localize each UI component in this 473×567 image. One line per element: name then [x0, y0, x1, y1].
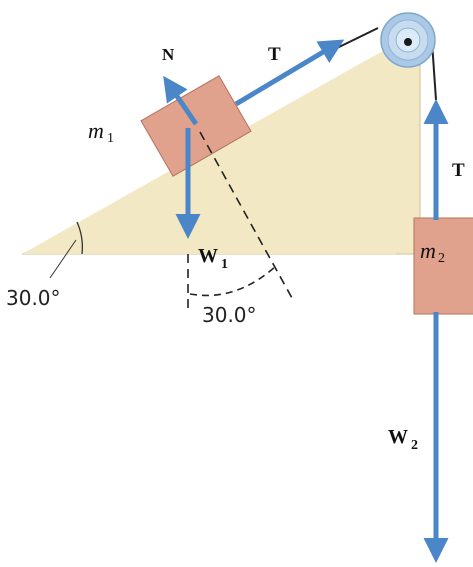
label-weight-angle: 30.0°: [202, 303, 257, 327]
normal-force-vector: [163, 75, 199, 126]
label-m2: m: [420, 238, 436, 263]
pulley: [380, 12, 436, 68]
label-w1-subscript: 1: [221, 257, 228, 272]
label-w2: W: [388, 426, 408, 448]
tension-vector-incline: [234, 39, 345, 107]
label-normal: N: [162, 45, 175, 64]
incline-angle-arc: [76, 221, 84, 255]
weight-angle-arc: [189, 265, 277, 297]
label-m1-subscript: 1: [107, 131, 114, 146]
label-w1: W: [198, 245, 218, 267]
rope-incline: [336, 27, 379, 49]
incline-angle-leader: [49, 239, 77, 279]
label-incline-angle: 30.0°: [6, 286, 61, 310]
label-m2-subscript: 2: [438, 251, 445, 266]
label-tension-side: T: [452, 160, 465, 181]
incline-support: [388, 48, 415, 254]
label-tension-top: T: [268, 44, 281, 65]
label-m1: m: [88, 118, 104, 143]
label-w2-subscript: 2: [411, 438, 418, 453]
block-m2: [413, 217, 473, 315]
normal-reference-dashed: [199, 131, 293, 299]
